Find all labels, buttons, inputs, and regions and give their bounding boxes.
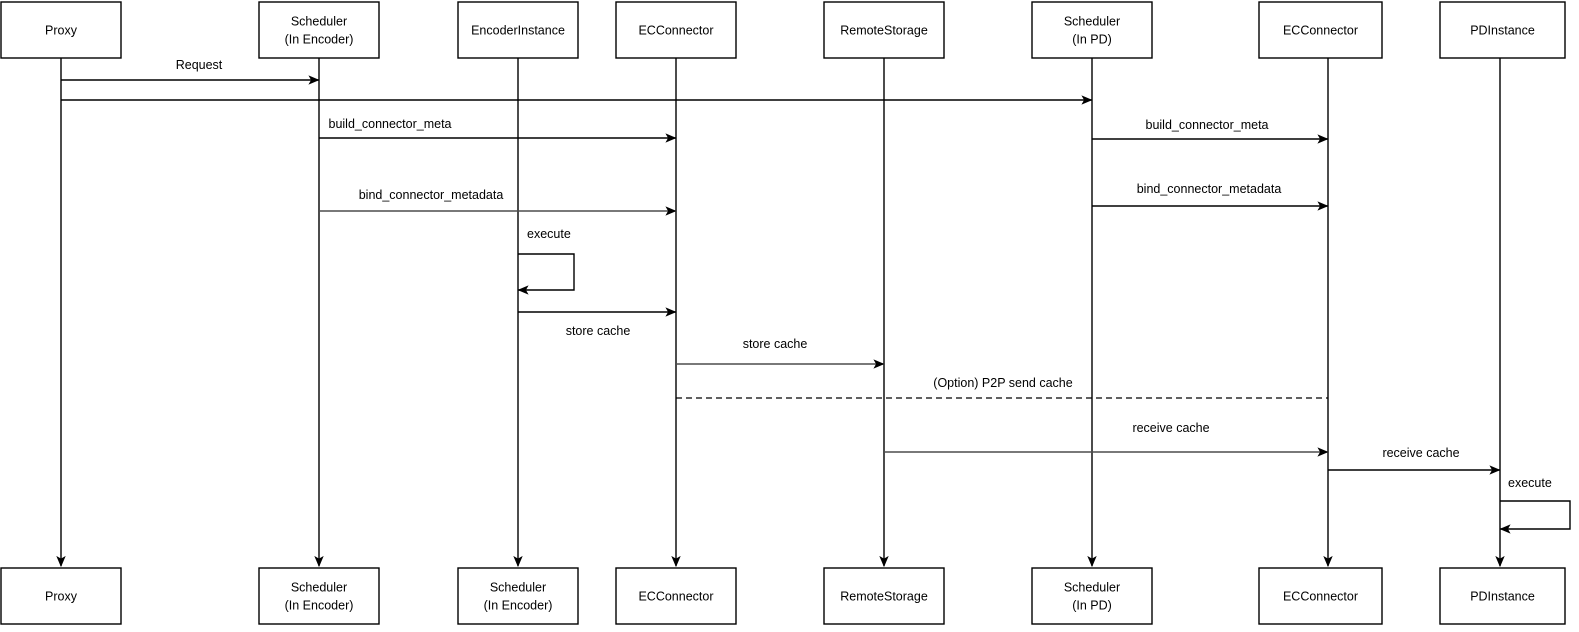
participant-label-line2: (In Encoder) <box>285 32 354 46</box>
message-label: Request <box>176 58 223 72</box>
message-label: store cache <box>566 324 631 338</box>
message-label: receive cache <box>1382 446 1459 460</box>
participant-label-line1: RemoteStorage <box>840 589 928 603</box>
message-label: receive cache <box>1132 421 1209 435</box>
participant-box-top-pd_instance[interactable]: PDInstance <box>1439 1 1566 59</box>
message-m3[interactable]: build_connector_meta <box>319 117 677 143</box>
participant-box-top-sched_enc[interactable]: Scheduler (In Encoder) <box>258 1 380 59</box>
participant-box-bottom-sched_enc[interactable]: Scheduler (In Encoder) <box>258 567 380 625</box>
participant-box-top-remote_storage[interactable]: RemoteStorage <box>823 1 945 59</box>
self-message-loop <box>517 253 575 295</box>
box-outline <box>0 1 122 59</box>
message-label: build_connector_meta <box>1146 118 1269 132</box>
box-outline <box>0 567 122 625</box>
participant-label-line1: Scheduler <box>1064 580 1120 594</box>
participant-label-line2: (In PD) <box>1072 598 1112 612</box>
message-label: bind_connector_metadata <box>359 188 504 202</box>
box-outline <box>1258 567 1383 625</box>
box-outline <box>258 567 380 625</box>
messages-group: Request build_connector_meta build_connect… <box>61 58 1501 475</box>
participant-label-line1: ECConnector <box>1283 589 1358 603</box>
participant-box-bottom-ec_conn_left[interactable]: ECConnector <box>615 567 737 625</box>
self-message-label: execute <box>1508 476 1552 490</box>
participant-label-line2: (In Encoder) <box>484 598 553 612</box>
participant-box-bottom-ec_conn_right[interactable]: ECConnector <box>1258 567 1383 625</box>
self-message-s1[interactable]: execute <box>517 227 575 295</box>
message-m1[interactable]: Request <box>61 58 320 85</box>
box-outline <box>823 1 945 59</box>
participant-box-top-proxy[interactable]: Proxy <box>0 1 122 59</box>
participant-label-line1: Scheduler <box>291 14 347 28</box>
box-outline <box>1439 567 1566 625</box>
participant-label-line2: (In Encoder) <box>285 598 354 612</box>
participant-box-top-encoder_inst[interactable]: EncoderInstance <box>457 1 579 59</box>
participant-label-line1: PDInstance <box>1470 23 1535 37</box>
message-m7[interactable]: store cache <box>518 307 677 338</box>
message-m6[interactable]: bind_connector_metadata <box>1092 182 1329 211</box>
self-messages-group: execute execute <box>517 227 1571 534</box>
participant-label-line1: Scheduler <box>1064 14 1120 28</box>
participant-label-line1: Scheduler <box>490 580 546 594</box>
participant-label-line1: RemoteStorage <box>840 23 928 37</box>
participant-label-line1: Scheduler <box>291 580 347 594</box>
box-outline <box>1031 567 1153 625</box>
top-participant-boxes: Proxy Scheduler (In Encoder) EncoderInstanc… <box>0 1 1566 59</box>
participant-box-top-ec_conn_right[interactable]: ECConnector <box>1258 1 1383 59</box>
message-m8[interactable]: store cache <box>676 337 885 369</box>
participant-box-bottom-remote_storage[interactable]: RemoteStorage <box>823 567 945 625</box>
message-m5[interactable]: bind_connector_metadata <box>319 188 677 216</box>
box-outline <box>823 567 945 625</box>
participant-label-line1: ECConnector <box>1283 23 1358 37</box>
message-label: build_connector_meta <box>329 117 452 131</box>
box-outline <box>457 567 579 625</box>
self-message-loop <box>1499 500 1571 534</box>
participant-box-top-ec_conn_left[interactable]: ECConnector <box>615 1 737 59</box>
participant-label-line1: PDInstance <box>1470 589 1535 603</box>
message-label: (Option) P2P send cache <box>933 376 1072 390</box>
box-outline <box>258 1 380 59</box>
participant-box-top-sched_pd[interactable]: Scheduler (In PD) <box>1031 1 1153 59</box>
box-outline <box>615 1 737 59</box>
participant-box-bottom-sched_pd[interactable]: Scheduler (In PD) <box>1031 567 1153 625</box>
participant-label-line1: Proxy <box>45 23 78 37</box>
message-m11[interactable]: receive cache <box>1328 446 1501 475</box>
box-outline <box>1439 1 1566 59</box>
lifelines-group <box>56 58 1505 568</box>
message-m4[interactable]: build_connector_meta <box>1092 118 1329 144</box>
box-outline <box>457 1 579 59</box>
bottom-participant-boxes: Proxy Scheduler (In Encoder) Scheduler (In E… <box>0 567 1566 625</box>
message-m10[interactable]: receive cache <box>884 421 1329 457</box>
message-label: store cache <box>743 337 808 351</box>
box-outline <box>1031 1 1153 59</box>
box-outline <box>1258 1 1383 59</box>
box-outline <box>615 567 737 625</box>
participant-label-line2: (In PD) <box>1072 32 1112 46</box>
self-message-label: execute <box>527 227 571 241</box>
participant-label-line1: ECConnector <box>638 589 713 603</box>
participant-box-bottom-proxy[interactable]: Proxy <box>0 567 122 625</box>
participant-box-bottom-encoder_inst[interactable]: Scheduler (In Encoder) <box>457 567 579 625</box>
participant-label-line1: EncoderInstance <box>471 23 565 37</box>
participant-label-line1: ECConnector <box>638 23 713 37</box>
self-message-s2[interactable]: execute <box>1499 476 1571 534</box>
message-label: bind_connector_metadata <box>1137 182 1282 196</box>
message-m9[interactable]: (Option) P2P send cache <box>676 376 1328 399</box>
participant-label-line1: Proxy <box>45 589 78 603</box>
participant-box-bottom-pd_instance[interactable]: PDInstance <box>1439 567 1566 625</box>
